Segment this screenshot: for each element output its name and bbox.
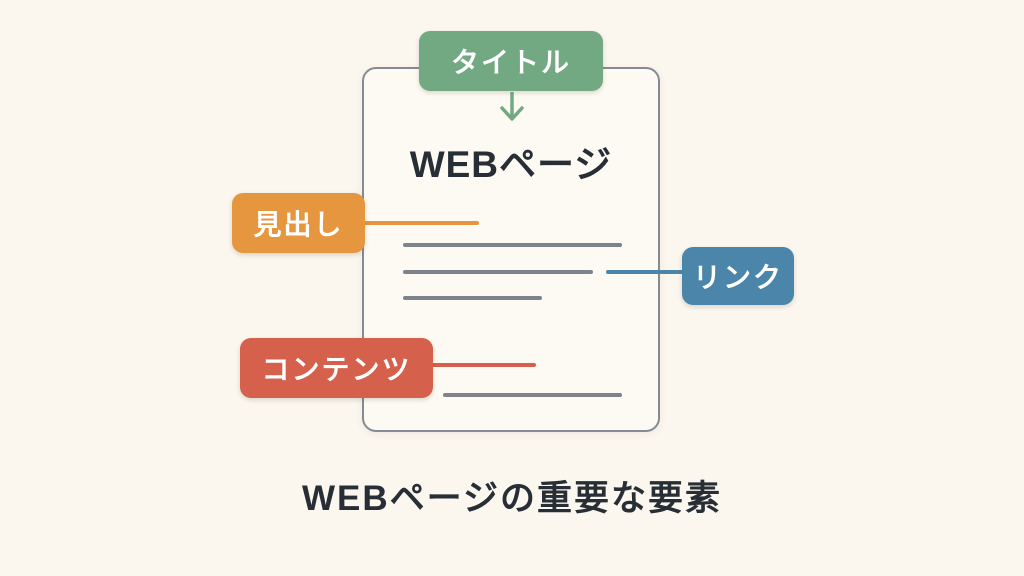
link-connector-line <box>606 270 686 274</box>
label-title-badge: タイトル <box>419 31 603 91</box>
webpage-title-text: WEBページ <box>409 144 613 185</box>
label-content-badge: コンテンツ <box>240 338 433 398</box>
content-line <box>403 296 542 300</box>
diagram-caption: WEBページの重要な要素 <box>302 479 722 518</box>
heading-connector-line <box>358 221 479 225</box>
content-line <box>403 243 622 247</box>
label-link-badge: リンク <box>682 247 794 305</box>
content-line <box>443 393 622 397</box>
label-heading-badge: 見出し <box>232 193 365 253</box>
arrow-down-icon <box>500 92 524 121</box>
content-connector-line <box>426 363 536 367</box>
content-line <box>403 270 593 274</box>
